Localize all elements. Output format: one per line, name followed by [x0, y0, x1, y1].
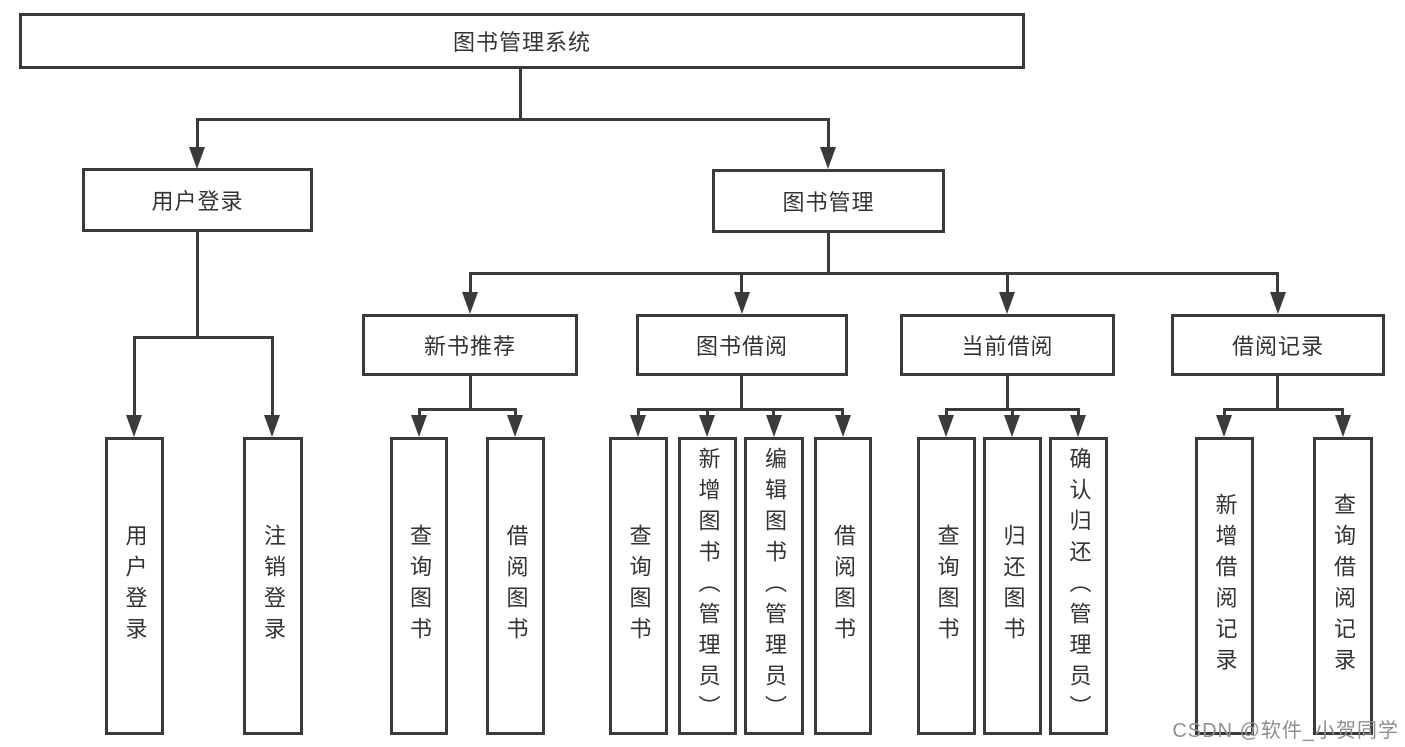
leaf-label: 查询图书 — [407, 524, 432, 648]
arrow-down-icon — [820, 147, 836, 169]
connector-line — [1276, 272, 1279, 295]
leaf-label: 归还图书 — [1000, 524, 1026, 648]
watermark: CSDN @软件_小贺同学 — [1172, 720, 1399, 742]
leaf-query-borrow-record: 查询借阅记录 — [1313, 437, 1373, 735]
arrow-down-icon — [835, 415, 851, 437]
leaf-borrow-books: 借阅图书 — [486, 437, 545, 735]
node-borrow-records: 借阅记录 — [1171, 314, 1385, 376]
connector-line — [706, 408, 709, 418]
arrow-down-icon — [734, 292, 750, 314]
connector-line — [1077, 408, 1080, 418]
connector-line — [772, 408, 775, 418]
node-label: 用户登录 — [151, 189, 244, 214]
node-new-book-recommend: 新书推荐 — [362, 314, 578, 376]
connector-line — [196, 118, 830, 121]
node-label: 借阅记录 — [1231, 334, 1324, 359]
connector-line — [1223, 408, 1226, 418]
connector-line — [945, 408, 948, 418]
connector-line — [133, 336, 274, 339]
arrow-down-icon — [411, 415, 427, 437]
connector-line — [740, 376, 743, 411]
arrow-down-icon — [1335, 415, 1351, 437]
leaf-confirm-return-admin: 确认归还（管理员） — [1049, 437, 1108, 735]
arrow-down-icon — [1270, 292, 1286, 314]
arrow-down-icon — [189, 147, 205, 169]
leaf-return-books: 归还图书 — [983, 437, 1042, 735]
leaf-query-books: 查询图书 — [609, 437, 668, 735]
connector-line — [827, 233, 830, 275]
connector-line — [514, 408, 517, 418]
leaf-query-books: 查询图书 — [917, 437, 976, 735]
connector-line — [133, 336, 136, 418]
node-book-management: 图书管理 — [712, 169, 945, 233]
leaf-label: 新增借阅记录 — [1212, 493, 1238, 679]
leaf-label: 借阅图书 — [503, 524, 529, 648]
arrow-down-icon — [126, 415, 142, 437]
connector-line — [740, 272, 743, 295]
leaf-label: 注销登录 — [261, 524, 286, 648]
leaf-label: 查询借阅记录 — [1331, 493, 1356, 679]
connector-line — [1341, 408, 1344, 418]
connector-line — [469, 272, 1279, 275]
leaf-query-books: 查询图书 — [390, 437, 448, 735]
arrow-down-icon — [766, 415, 782, 437]
leaf-edit-book-admin: 编辑图书（管理员） — [744, 437, 804, 735]
leaf-label: 用户登录 — [122, 524, 148, 648]
arrow-down-icon — [1004, 415, 1020, 437]
connector-line — [469, 376, 472, 411]
leaf-add-borrow-record: 新增借阅记录 — [1195, 437, 1254, 735]
arrow-down-icon — [938, 415, 954, 437]
leaf-borrow-books: 借阅图书 — [814, 437, 872, 735]
connector-line — [418, 408, 517, 411]
connector-line — [1006, 272, 1009, 295]
node-label: 图书管理系统 — [452, 30, 591, 55]
connector-line — [1223, 408, 1344, 411]
node-book-borrow: 图书借阅 — [636, 314, 848, 376]
node-label: 新书推荐 — [423, 334, 516, 359]
leaf-label: 新增图书（管理员） — [695, 446, 721, 726]
connector-line — [827, 118, 830, 150]
arrow-down-icon — [462, 292, 478, 314]
node-label: 当前借阅 — [961, 334, 1054, 359]
arrow-down-icon — [507, 415, 523, 437]
node-label: 图书借阅 — [695, 334, 788, 359]
connector-line — [271, 336, 274, 418]
arrow-down-icon — [630, 415, 646, 437]
leaf-add-book-admin: 新增图书（管理员） — [678, 437, 737, 735]
node-user-login: 用户登录 — [82, 168, 313, 232]
connector-line — [418, 408, 421, 418]
leaf-label: 查询图书 — [626, 524, 652, 648]
leaf-label: 查询图书 — [934, 524, 960, 648]
arrow-down-icon — [1070, 415, 1086, 437]
arrow-down-icon — [1216, 415, 1232, 437]
connector-line — [1011, 408, 1014, 418]
connector-line — [519, 69, 522, 121]
connector-line — [196, 232, 199, 339]
connector-line — [637, 408, 844, 411]
connector-line — [637, 408, 640, 418]
leaf-user-login: 用户登录 — [105, 437, 164, 735]
connector-line — [196, 118, 199, 150]
node-label: 图书管理 — [782, 190, 875, 215]
leaf-label: 编辑图书（管理员） — [762, 446, 787, 726]
arrow-down-icon — [999, 292, 1015, 314]
connector-line — [841, 408, 844, 418]
arrow-down-icon — [264, 415, 280, 437]
connector-line — [1276, 376, 1279, 411]
leaf-label: 借阅图书 — [831, 524, 856, 648]
leaf-label: 确认归还（管理员） — [1066, 446, 1092, 726]
connector-line — [1006, 376, 1009, 411]
arrow-down-icon — [699, 415, 715, 437]
connector-line — [469, 272, 472, 295]
leaf-logout: 注销登录 — [243, 437, 303, 735]
node-library-system: 图书管理系统 — [19, 13, 1025, 69]
node-current-borrow: 当前借阅 — [900, 314, 1115, 376]
